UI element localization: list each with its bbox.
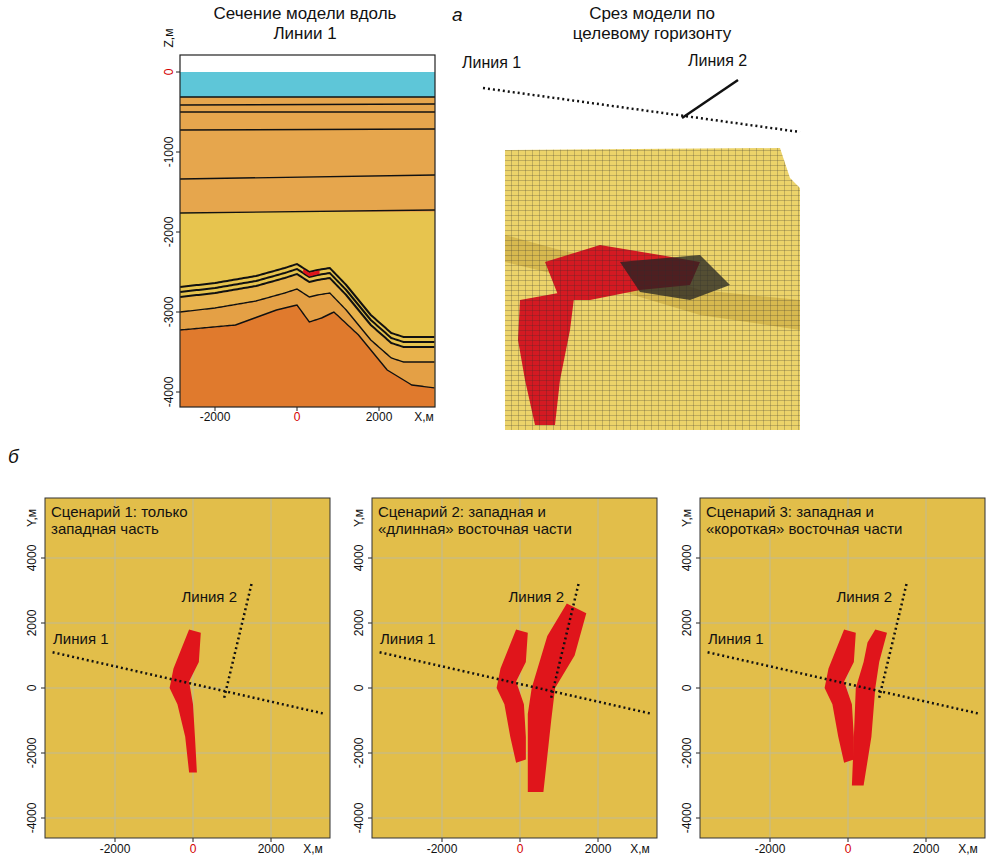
axis-tick: 4000 [26,545,40,572]
line-label: Линия 2 [508,588,564,605]
axis-title: Y,м [26,509,40,527]
axis-tick: 0 [353,685,367,692]
axis-tick: 4000 [353,545,367,572]
axis-tick: -2000 [26,738,40,769]
axis-title: X,м [303,843,323,857]
axis-tick: -4000 [26,803,40,834]
line-label: Линия 1 [462,54,521,72]
axis-tick: 2000 [913,843,940,857]
axis-tick: -4000 [681,803,695,834]
horizon-3d-slice [483,80,800,430]
axis-tick: 0 [294,411,301,425]
axis-tick: -2000 [427,843,458,857]
axis-tick: 2000 [353,610,367,637]
line-2-trace [682,80,738,118]
axis-tick: -1000 [163,137,177,168]
axis-tick: -2000 [755,843,786,857]
scenario-title: Сценарий 2: западная и «длинная» восточн… [378,503,593,538]
axis-tick: 2000 [681,610,695,637]
axis-title: X,м [630,843,650,857]
axis-title: X,м [414,411,434,425]
axis-tick: 2000 [366,411,393,425]
scenario-title: Сценарий 3: западная и «короткая» восточ… [706,503,921,538]
red-body [825,630,856,763]
axis-tick: -2000 [163,217,177,248]
axis-tick: -2000 [353,738,367,769]
panel-letter: а [452,4,463,26]
red-body [497,630,528,763]
red-body [528,604,587,793]
line-label: Линия 1 [380,630,436,647]
line-1-trace [483,88,800,132]
red-body [170,630,201,773]
scenario-title: Сценарий 1: только западная часть [51,503,216,538]
axis-title: X,м [958,843,978,857]
axis-tick: 0 [681,685,695,692]
axis-tick: -2000 [200,411,231,425]
axis-tick: 0 [26,685,40,692]
axis-tick: -4000 [163,377,177,408]
red-body [852,630,887,786]
axis-tick: 0 [517,843,524,857]
panel-title: Сечение модели вдоль Линии 1 [206,4,404,43]
cross-section [176,55,435,411]
scenario-map [41,498,330,842]
axis-tick: 4000 [681,545,695,572]
axis-tick: 2000 [258,843,285,857]
axis-title: Y,м [681,509,695,527]
panel-letter: б [8,446,19,468]
axis-tick: 0 [190,843,197,857]
axis-tick: -2000 [100,843,131,857]
axis-tick: 0 [163,69,177,76]
line-label: Линия 2 [181,588,237,605]
scenario-map [696,498,985,842]
line-label: Линия 1 [708,630,764,647]
axis-tick: 2000 [26,610,40,637]
axis-tick: 2000 [585,843,612,857]
line-label: Линия 1 [53,630,109,647]
axis-title: Y,м [353,509,367,527]
line-label: Линия 2 [836,588,892,605]
axis-tick: 0 [845,843,852,857]
axis-title: Z,м [163,29,177,48]
scenario-map [368,498,657,842]
axis-tick: -2000 [681,738,695,769]
axis-tick: -3000 [163,297,177,328]
panel-title: Срез модели по целевому горизонту [562,4,742,43]
axis-tick: -4000 [353,803,367,834]
line-label: Линия 2 [688,52,747,70]
